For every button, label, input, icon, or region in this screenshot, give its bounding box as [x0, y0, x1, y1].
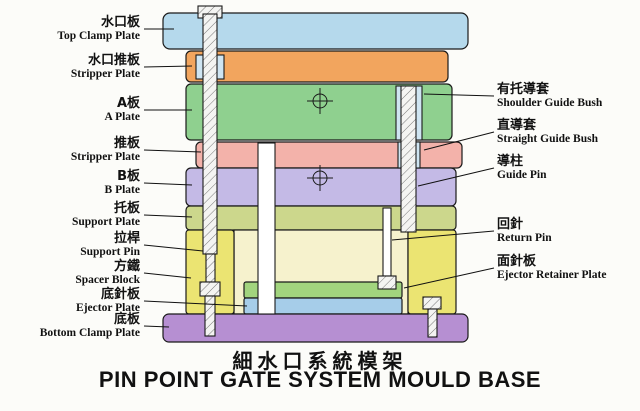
label-stripper-plate-mid-en: Stripper Plate: [70, 151, 140, 163]
leader-b-plate: [143, 182, 193, 186]
stripper-plate-top-shape: [185, 50, 449, 83]
label-a-plate-en: A Plate: [104, 111, 140, 123]
return-pin-head-shape: [377, 275, 397, 290]
label-spacer-block-zh: 方鐵: [113, 259, 140, 274]
label-shoulder-guide-bush: 有托導套 Shoulder Guide Bush: [497, 83, 639, 110]
label-top-clamp-plate: 水口板 Top Clamp Plate: [0, 16, 140, 43]
label-bottom-clamp-plate-en: Bottom Clamp Plate: [39, 327, 140, 339]
leader-spacer-block: [143, 272, 192, 279]
label-stripper-plate-top-en: Stripper Plate: [70, 68, 140, 80]
leader-support-pin: [143, 244, 204, 252]
label-support-pin: 拉桿 Support Pin: [0, 232, 140, 259]
leader-bottom-clamp-plate: [143, 325, 170, 328]
right-screw-shaft-shape: [427, 308, 438, 338]
leader-stripper-plate-mid: [143, 149, 202, 153]
diagram-title-en: PIN POINT GATE SYSTEM MOULD BASE: [98, 367, 542, 392]
label-ejector-retainer-plate: 面針板 Ejector Retainer Plate: [497, 255, 639, 282]
stripper-plate-mid-shape: [195, 141, 463, 169]
return-pin-shaft-shape: [382, 207, 392, 277]
label-support-plate-zh: 托板: [113, 201, 140, 216]
label-b-plate-en: B Plate: [104, 184, 140, 196]
support-pin-lower-shape: [205, 253, 216, 283]
label-support-plate-en: Support Plate: [71, 216, 140, 228]
leader-ejector-plate: [143, 300, 248, 307]
diagram-title-zh: 細水口系統模架: [232, 349, 408, 373]
left-screw-shaft-shape: [204, 295, 216, 337]
label-spacer-block: 方鐵 Spacer Block: [0, 260, 140, 287]
label-shoulder-guide-bush-en: Shoulder Guide Bush: [497, 97, 603, 109]
label-top-clamp-plate-zh: 水口板: [100, 15, 140, 30]
label-bottom-clamp-plate: 底板 Bottom Clamp Plate: [0, 313, 140, 340]
label-support-pin-en: Support Pin: [80, 246, 140, 258]
label-ejector-plate-en: Ejector Plate: [76, 302, 140, 314]
label-spacer-block-en: Spacer Block: [75, 274, 140, 286]
label-bottom-clamp-plate-zh: 底板: [113, 312, 140, 327]
label-ejector-retainer-plate-zh: 面針板: [497, 254, 537, 269]
leader-guide-pin: [417, 167, 495, 187]
label-support-plate: 托板 Support Plate: [0, 202, 140, 229]
leader-straight-guide-bush: [423, 131, 495, 151]
label-stripper-plate-top-zh: 水口推板: [87, 53, 140, 68]
label-straight-guide-bush: 直導套 Straight Guide Bush: [497, 119, 639, 146]
label-guide-pin: 導柱 Guide Pin: [497, 155, 639, 182]
leader-support-plate: [143, 214, 193, 218]
leader-shoulder-guide-bush: [423, 93, 495, 97]
label-ejector-plate-zh: 底針板: [100, 287, 140, 302]
center-mark-a-plate: [307, 88, 333, 114]
label-b-plate-zh: B板: [117, 169, 140, 184]
center-mark-b-plate: [307, 165, 333, 191]
a-plate-shape: [185, 83, 453, 141]
right-screw-head-shape: [422, 296, 442, 310]
guide-pin-shaft-shape: [400, 85, 417, 233]
center-pillar-shape: [257, 142, 276, 315]
label-stripper-plate-mid: 推板 Stripper Plate: [0, 137, 140, 164]
label-return-pin: 回針 Return Pin: [497, 218, 639, 245]
label-return-pin-zh: 回針: [497, 217, 524, 232]
leader-return-pin: [391, 230, 495, 241]
top-clamp-plate-shape: [162, 12, 469, 50]
label-straight-guide-bush-en: Straight Guide Bush: [497, 133, 598, 145]
label-ejector-retainer-plate-en: Ejector Retainer Plate: [497, 269, 607, 281]
label-a-plate-zh: A板: [116, 96, 140, 111]
label-top-clamp-plate-en: Top Clamp Plate: [57, 30, 140, 42]
label-a-plate: A板 A Plate: [0, 97, 140, 124]
label-straight-guide-bush-zh: 直導套: [497, 118, 537, 133]
label-b-plate: B板 B Plate: [0, 170, 140, 197]
label-shoulder-guide-bush-zh: 有托導套: [497, 82, 550, 97]
label-stripper-plate-mid-zh: 推板: [113, 136, 140, 151]
leader-ejector-retainer-plate: [403, 267, 495, 289]
bottom-clamp-plate-shape: [162, 313, 469, 343]
label-guide-pin-en: Guide Pin: [497, 169, 547, 181]
support-pin-shaft-shape: [202, 13, 218, 255]
label-support-pin-zh: 拉桿: [113, 231, 140, 246]
label-stripper-plate-top: 水口推板 Stripper Plate: [0, 54, 140, 81]
label-guide-pin-zh: 導柱: [497, 154, 524, 169]
label-return-pin-en: Return Pin: [497, 232, 552, 244]
left-bolt-head-shape: [199, 281, 221, 297]
leader-stripper-plate-top: [143, 65, 193, 68]
label-ejector-plate: 底針板 Ejector Plate: [0, 288, 140, 315]
